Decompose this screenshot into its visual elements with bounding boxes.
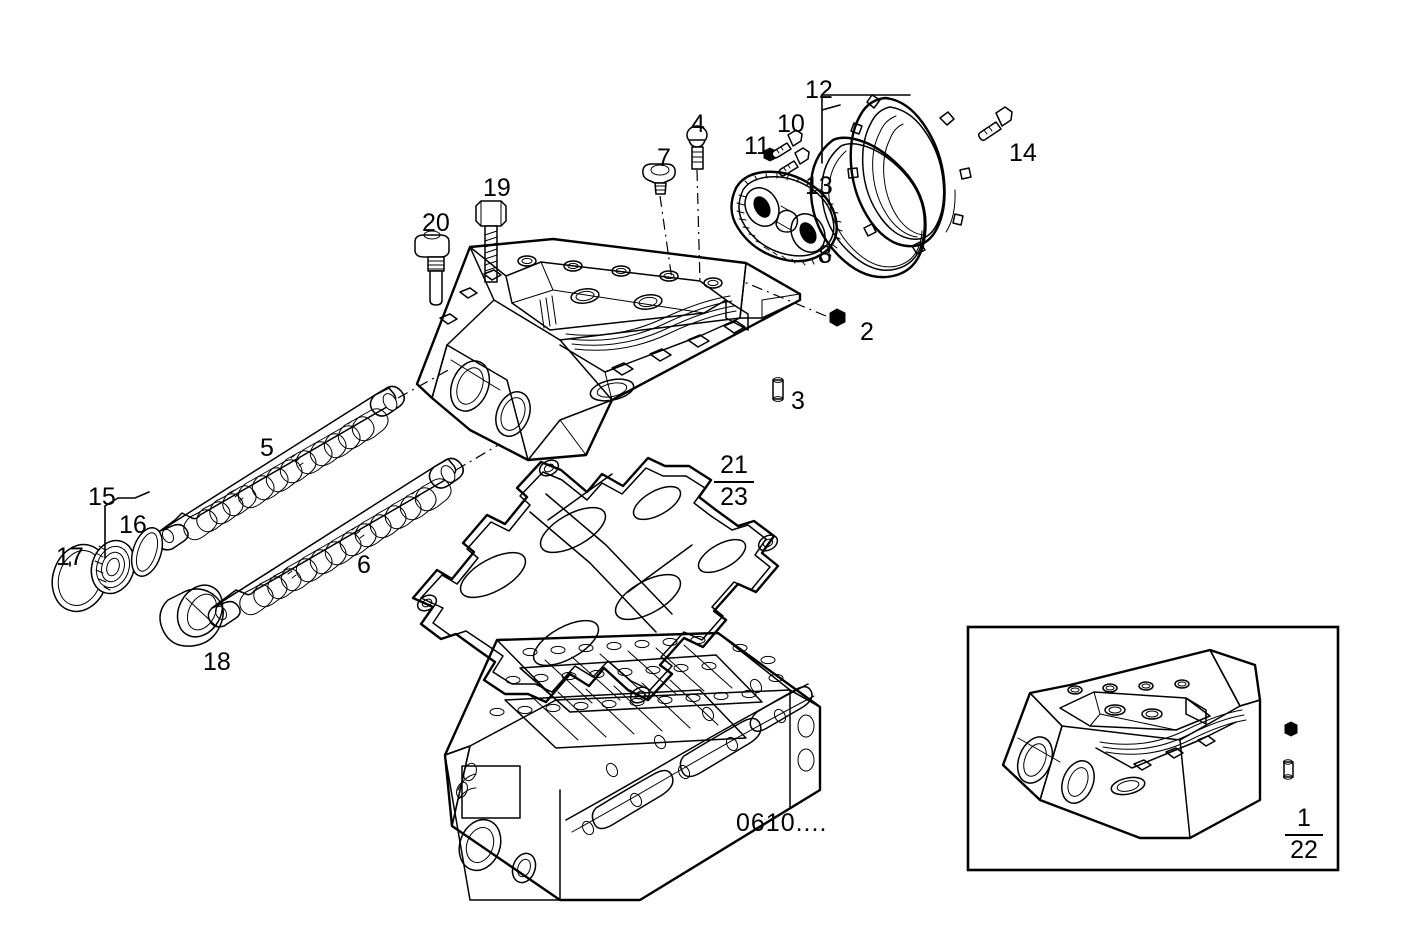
inset-frame xyxy=(966,625,1340,872)
plug-screw-graphic xyxy=(743,281,846,327)
callout-label-3: 3 xyxy=(791,387,805,415)
callout-label-10: 10 xyxy=(777,110,805,138)
callout-label-7: 7 xyxy=(657,144,671,172)
seal-assembly-graphic xyxy=(90,527,164,595)
callout-label-18: 18 xyxy=(203,648,231,676)
callout-label-20: 20 xyxy=(422,209,450,237)
inset-fraction-numerator: 1 xyxy=(1297,804,1311,832)
timing-cover-gasket-graphic xyxy=(809,136,927,279)
timing-cover-graphic xyxy=(847,94,972,255)
catalog-code-label: 0610.... xyxy=(736,809,828,837)
callout-label-16: 16 xyxy=(119,511,147,539)
inset-fraction-bar xyxy=(1285,834,1323,836)
callout-label-4: 4 xyxy=(691,110,705,138)
cover-bolt-graphic xyxy=(977,106,1013,142)
callout-label-6: 6 xyxy=(357,551,371,579)
callout-label-11: 11 xyxy=(744,132,770,160)
stud-bolt-graphic xyxy=(686,125,708,283)
camshaft-intake-graphic xyxy=(155,385,405,551)
dowel-pin-graphic xyxy=(772,377,784,402)
gasket-fraction-label: 21 23 xyxy=(714,452,754,511)
inset-fraction-denominator: 22 xyxy=(1290,836,1318,864)
bearing-ring-graphic xyxy=(159,584,224,647)
inset-head-cover-graphic xyxy=(1001,648,1298,840)
blanking-screw-graphic xyxy=(642,163,676,281)
callout-label-17: 17 xyxy=(56,543,84,571)
camshaft-carrier-housing-graphic xyxy=(415,237,802,462)
valve-cover-gasket-graphic xyxy=(411,456,780,704)
callout-bracket-15 xyxy=(104,491,150,507)
callout-label-15: 15 xyxy=(88,483,116,511)
callout-label-19: 19 xyxy=(483,174,511,202)
callout-label-5: 5 xyxy=(260,434,274,462)
callout-label-14: 14 xyxy=(1009,139,1037,167)
callout-label-2: 2 xyxy=(860,318,874,346)
callout-label-12: 12 xyxy=(805,76,833,104)
gasket-fraction-bar xyxy=(714,481,754,483)
gasket-fraction-numerator: 21 xyxy=(720,451,748,479)
gasket-fraction-denominator: 23 xyxy=(720,483,748,511)
callout-leader-12-tick xyxy=(821,104,841,111)
camshaft-exhaust-graphic xyxy=(207,457,464,628)
inset-fraction-label: 1 22 xyxy=(1285,805,1323,864)
banjo-bolt-graphic xyxy=(414,230,450,306)
camshaft-alignment-line xyxy=(397,367,453,399)
camshaft-alignment-line-2 xyxy=(455,443,501,471)
timing-chain-drive-graphic xyxy=(730,170,843,266)
callout-label-8: 8 xyxy=(818,241,832,269)
hex-bolt-long-graphic xyxy=(475,200,507,283)
bolt-upper-graphic xyxy=(771,129,803,159)
callout-label-13: 13 xyxy=(805,172,833,200)
cylinder-head-graphic xyxy=(443,631,822,902)
